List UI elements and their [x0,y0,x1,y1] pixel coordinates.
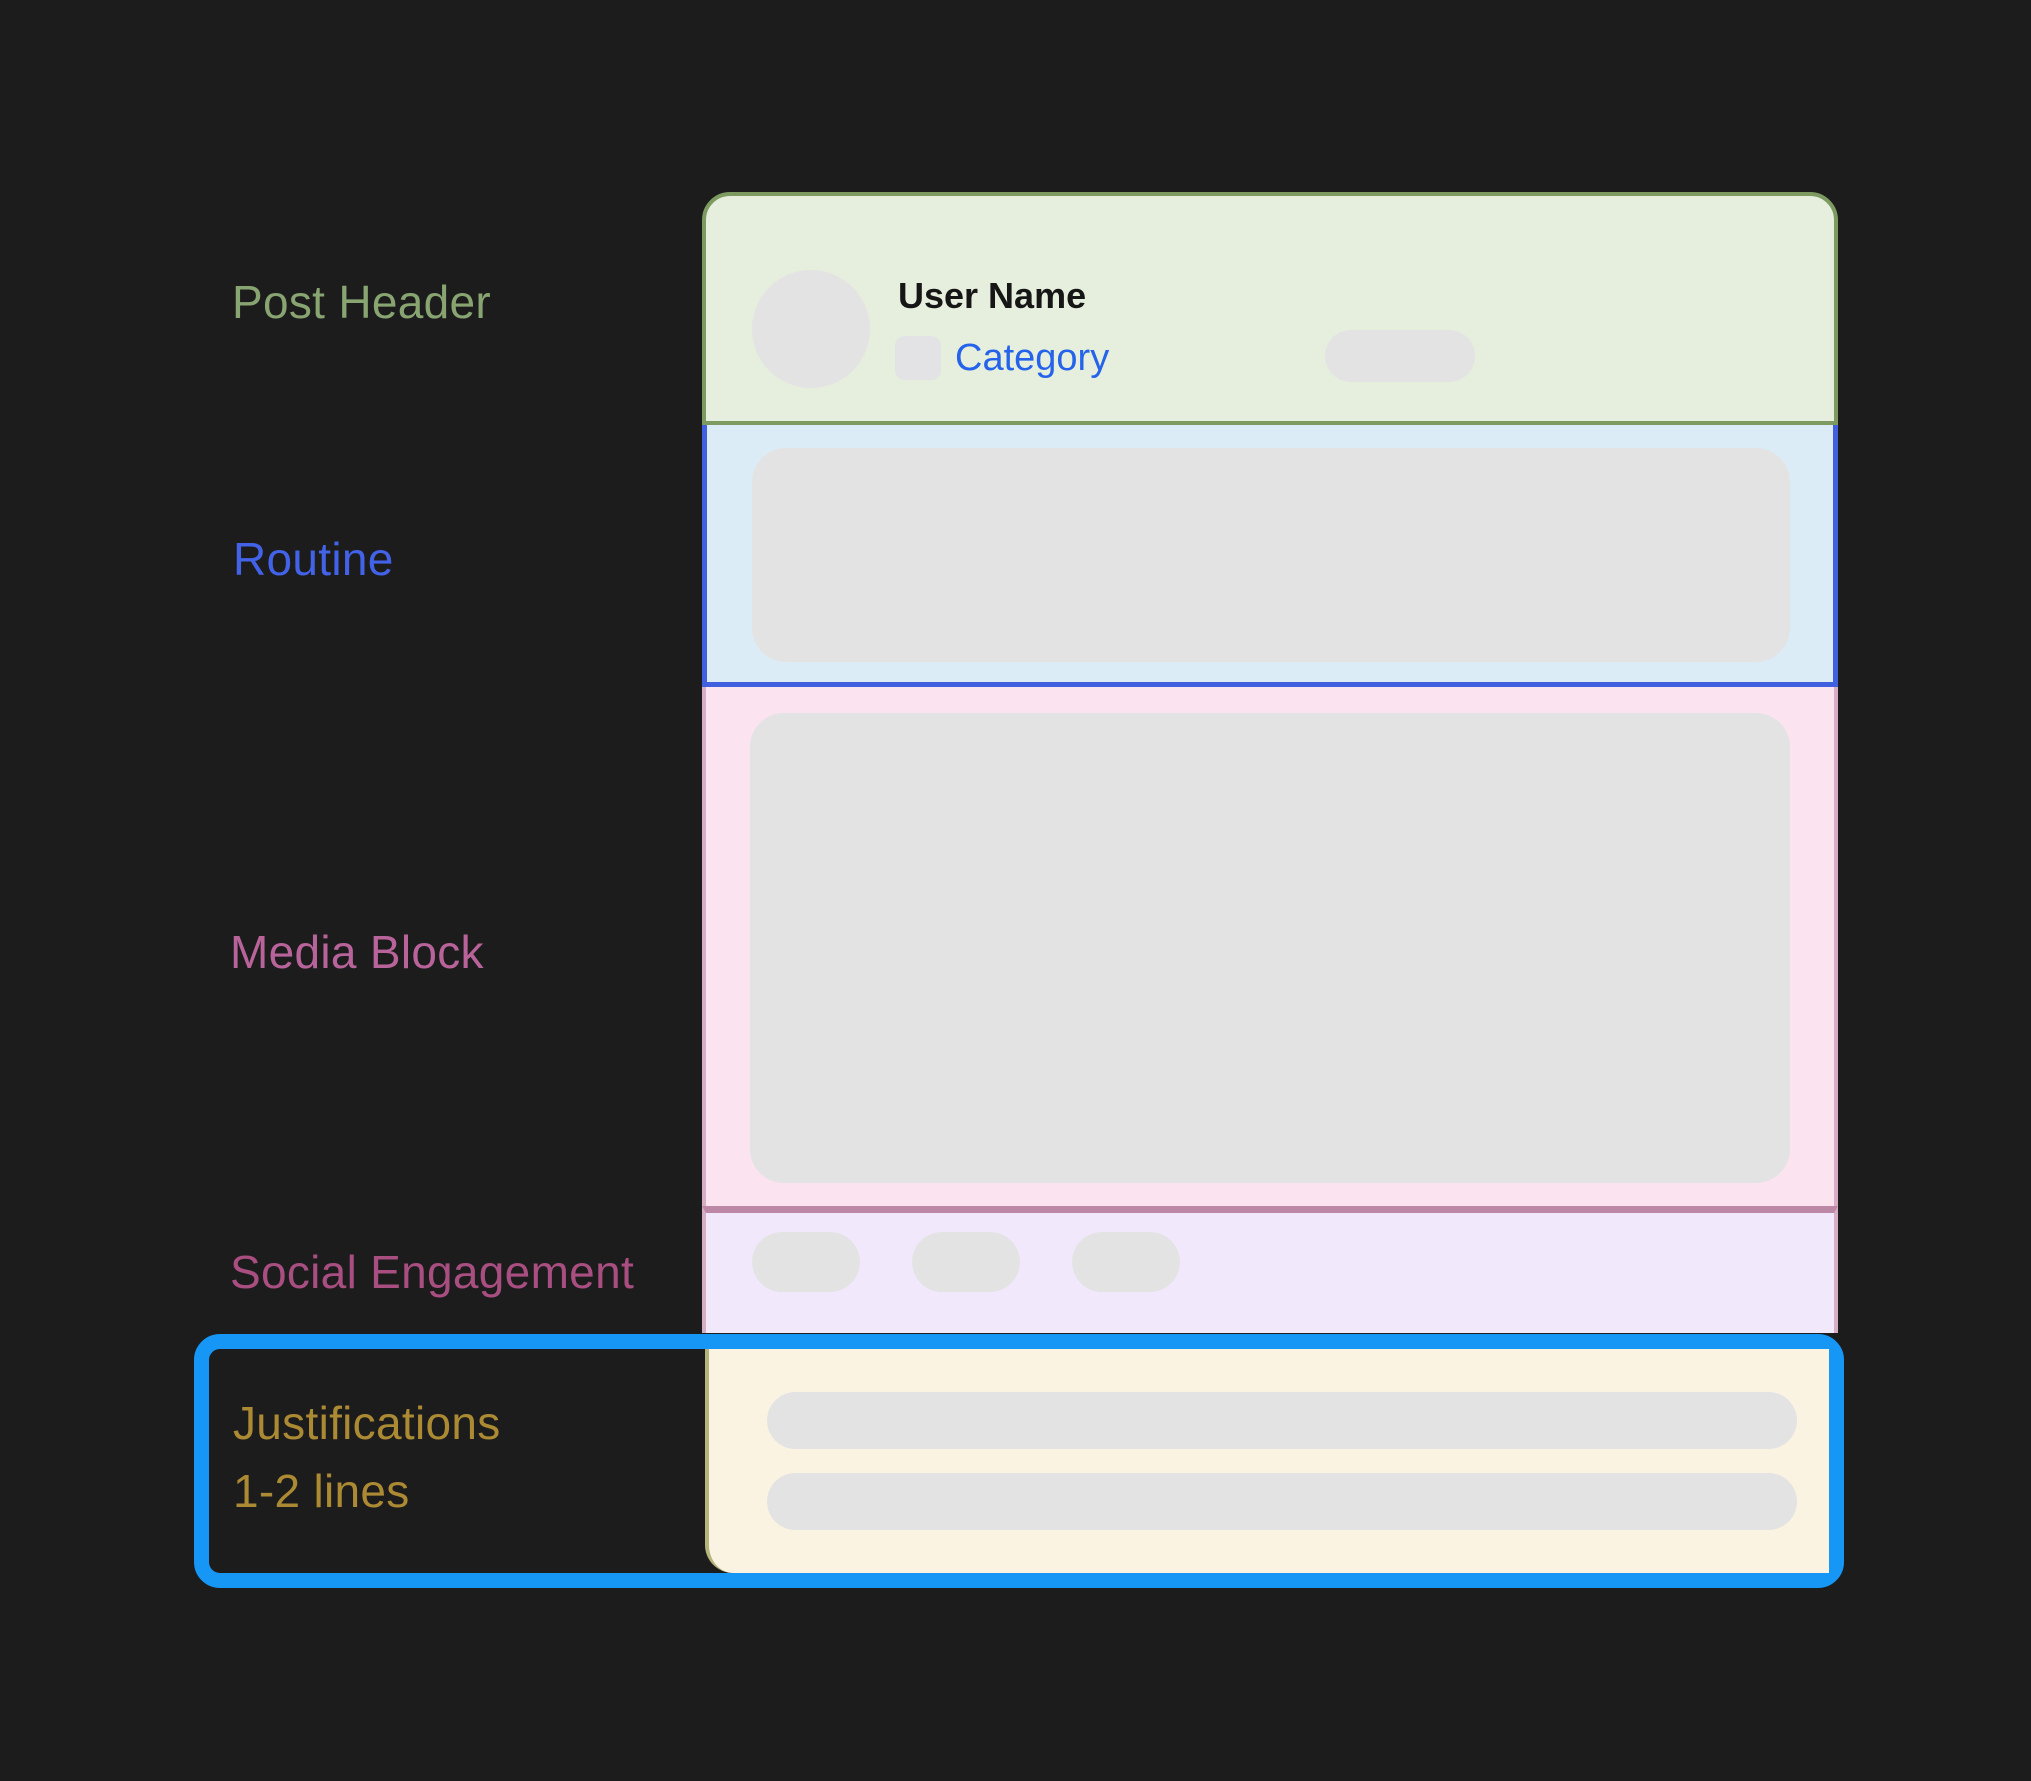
category-link[interactable]: Category [955,337,1110,379]
routine-content-placeholder [752,448,1790,662]
social-action-pill [1072,1232,1180,1292]
category-row: Category [895,335,1109,381]
social-action-pill [752,1232,860,1292]
social-engagement-label: Social Engagement [230,1246,635,1298]
justification-text-line [767,1392,1797,1449]
user-name: User Name [898,275,1087,316]
justification-section [705,1349,1829,1573]
justification-text-line [767,1473,1797,1530]
post-header-section: User Name Category [702,192,1838,425]
category-icon-placeholder [895,336,941,380]
media-block-label: Media Block [230,926,484,978]
justifications-lines-label: 1-2 lines [233,1465,410,1517]
post-header-label: Post Header [232,276,491,328]
media-placeholder [750,713,1790,1183]
social-action-pill [912,1232,1020,1292]
avatar [752,270,870,388]
header-pill-placeholder [1325,330,1475,382]
social-engagement-section [702,1206,1838,1333]
routine-label: Routine [233,533,394,585]
media-block-section [702,687,1838,1206]
justifications-label: Justifications [233,1397,501,1449]
routine-section [702,425,1838,687]
justifications-highlight-box [194,1334,1844,1588]
